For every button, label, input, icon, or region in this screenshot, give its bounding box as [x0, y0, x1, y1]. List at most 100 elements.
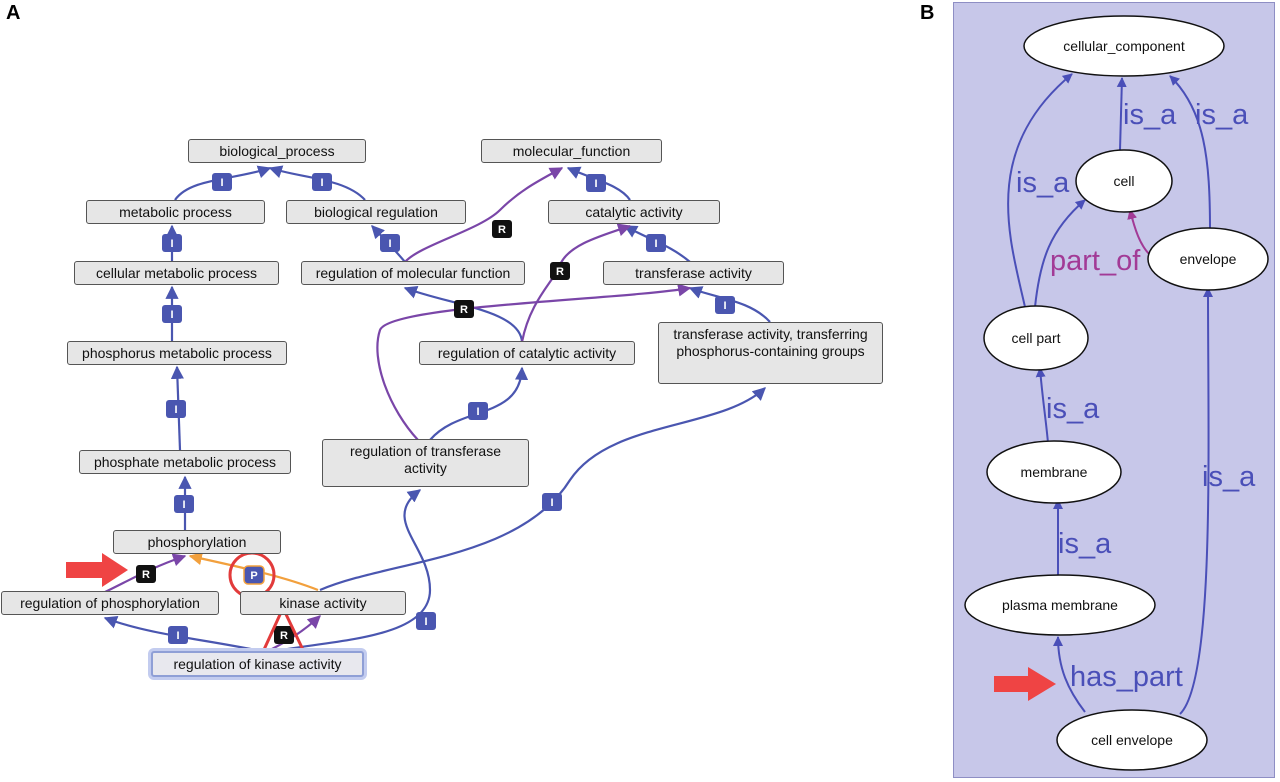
edge-b-cellpart-to-cell — [1034, 199, 1086, 308]
regulates-badge: R — [550, 262, 570, 280]
panel-a-letter: A — [6, 2, 21, 24]
node-regulation-of-phosphorylation[interactable]: regulation of phosphorylation — [1, 591, 219, 615]
badge-letter: plasma membrane — [1002, 597, 1118, 613]
badge-letter: cell — [1113, 173, 1134, 189]
label-b-part-of: part_of — [1050, 245, 1141, 277]
node-b-cell-part: cell part — [983, 305, 1089, 371]
node-phosphorus-metabolic-process[interactable]: phosphorus metabolic process — [67, 341, 287, 365]
edge-b-cellenvelope-to-envelope — [1179, 287, 1214, 715]
badge-letter: I — [170, 238, 173, 250]
label-b-is-a-membrane: is_a — [1046, 393, 1100, 425]
badge-letter: membrane — [1021, 464, 1088, 480]
regulates-badges: R R R R R — [136, 220, 570, 644]
node-b-plasma-membrane: plasma membrane — [964, 574, 1156, 636]
node-phosphate-metabolic-process[interactable]: phosphate metabolic process — [79, 450, 291, 474]
node-molecular-function[interactable]: molecular_function — [481, 139, 662, 163]
badge-letter: R — [498, 224, 506, 236]
node-b-cell-envelope: cell envelope — [1056, 709, 1208, 771]
is-a-badge: I — [312, 173, 332, 191]
node-b-cellular-component: cellular_component — [1023, 15, 1225, 77]
node-biological-regulation[interactable]: biological regulation — [286, 200, 466, 224]
badge-letter: I — [176, 630, 179, 642]
is-a-badge: I — [212, 173, 232, 191]
red-arrow-panel-b — [994, 667, 1056, 701]
badge-letter: I — [723, 300, 726, 312]
edge-kinase-to-transferring — [319, 387, 766, 592]
badge-letter: I — [320, 177, 323, 189]
label-b-is-a-plasma: is_a — [1058, 528, 1112, 560]
panel-b-letter: B — [920, 2, 935, 24]
part-of-badge: P — [243, 565, 265, 585]
node-regulation-of-molecular-function[interactable]: regulation of molecular function — [301, 261, 525, 285]
edge-regkinase-to-regtransferase — [269, 489, 432, 654]
regulates-badge: R — [274, 626, 294, 644]
regulates-badge: R — [136, 565, 156, 583]
node-cellular-metabolic-process[interactable]: cellular metabolic process — [74, 261, 279, 285]
node-kinase-activity[interactable]: kinase activity — [240, 591, 406, 615]
panel-b-background — [953, 2, 1275, 778]
red-arrow-panel-a — [66, 553, 128, 587]
edge-b-envelope-part-of-cell — [1127, 209, 1151, 256]
node-b-cell: cell — [1075, 149, 1173, 213]
badge-letter: I — [182, 499, 185, 511]
panel-a-edges: I I I I I I I I I I I I I I R R R R R P — [66, 165, 771, 656]
node-b-envelope: envelope — [1147, 227, 1269, 291]
edge-regmol-to-molecular — [404, 167, 564, 263]
regulates-badge: R — [454, 300, 474, 318]
edge-regtransferase-to-transferase — [376, 283, 692, 441]
is-a-badge: I — [380, 234, 400, 252]
badge-letter: I — [174, 404, 177, 416]
label-b-is-a-cellenvelope: is_a — [1202, 461, 1256, 493]
badge-letter: P — [250, 570, 257, 582]
badge-letter: I — [424, 616, 427, 628]
badge-letter: cellular_component — [1063, 38, 1185, 54]
is-a-badge: I — [162, 305, 182, 323]
badge-letter: cell envelope — [1091, 732, 1173, 748]
is-a-badge: I — [586, 174, 606, 192]
label-b-is-a-cell-cc: is_a — [1123, 99, 1177, 131]
node-phosphorylation[interactable]: phosphorylation — [113, 530, 281, 554]
is-a-badges: I I I I I I I I I I I I I I — [162, 173, 735, 644]
node-transferase-activity-transferring[interactable]: transferase activity, transferring phosp… — [658, 322, 883, 384]
badge-letter: R — [460, 304, 468, 316]
badge-letter: I — [388, 238, 391, 250]
label-b-is-a-cellpart-cc: is_a — [1016, 167, 1070, 199]
is-a-badge: I — [542, 493, 562, 511]
edge-regcat-to-regmol — [403, 286, 524, 343]
is-a-badge: I — [162, 234, 182, 252]
badge-letter: R — [142, 569, 150, 581]
edge-b-cellenvelope-to-plasma — [1053, 636, 1086, 713]
badge-letter: I — [594, 178, 597, 190]
is-a-badge: I — [174, 495, 194, 513]
badge-letter: I — [654, 238, 657, 250]
node-regulation-of-transferase-activity[interactable]: regulation of transferase activity — [322, 439, 529, 487]
is-a-badge: I — [416, 612, 436, 630]
badge-letter: I — [170, 309, 173, 321]
edge-b-cell-to-cellular-component — [1116, 77, 1127, 151]
node-regulation-of-catalytic-activity[interactable]: regulation of catalytic activity — [419, 341, 635, 365]
node-metabolic-process[interactable]: metabolic process — [86, 200, 265, 224]
badge-letter: envelope — [1180, 251, 1237, 267]
node-transferase-activity[interactable]: transferase activity — [603, 261, 784, 285]
regulates-badge: R — [492, 220, 512, 238]
node-b-membrane: membrane — [986, 440, 1122, 504]
is-a-badge: I — [646, 234, 666, 252]
is-a-badge: I — [468, 402, 488, 420]
label-b-has-part: has_part — [1070, 661, 1183, 693]
edge-b-envelope-to-cellular-component — [1169, 75, 1211, 231]
is-a-badge: I — [715, 296, 735, 314]
node-biological-process[interactable]: biological_process — [188, 139, 366, 163]
edge-b-membrane-to-cellpart — [1035, 367, 1049, 444]
badge-letter: R — [280, 630, 288, 642]
badge-letter: R — [556, 266, 564, 278]
badge-letter: I — [476, 406, 479, 418]
is-a-badge: I — [166, 400, 186, 418]
badge-letter: I — [550, 497, 553, 509]
badge-letter: cell part — [1011, 330, 1060, 346]
node-catalytic-activity[interactable]: catalytic activity — [548, 200, 720, 224]
badge-letter: I — [220, 177, 223, 189]
label-b-is-a-envelope-cc: is_a — [1195, 99, 1249, 131]
is-a-badge: I — [168, 626, 188, 644]
node-regulation-of-kinase-activity[interactable]: regulation of kinase activity — [151, 651, 364, 677]
